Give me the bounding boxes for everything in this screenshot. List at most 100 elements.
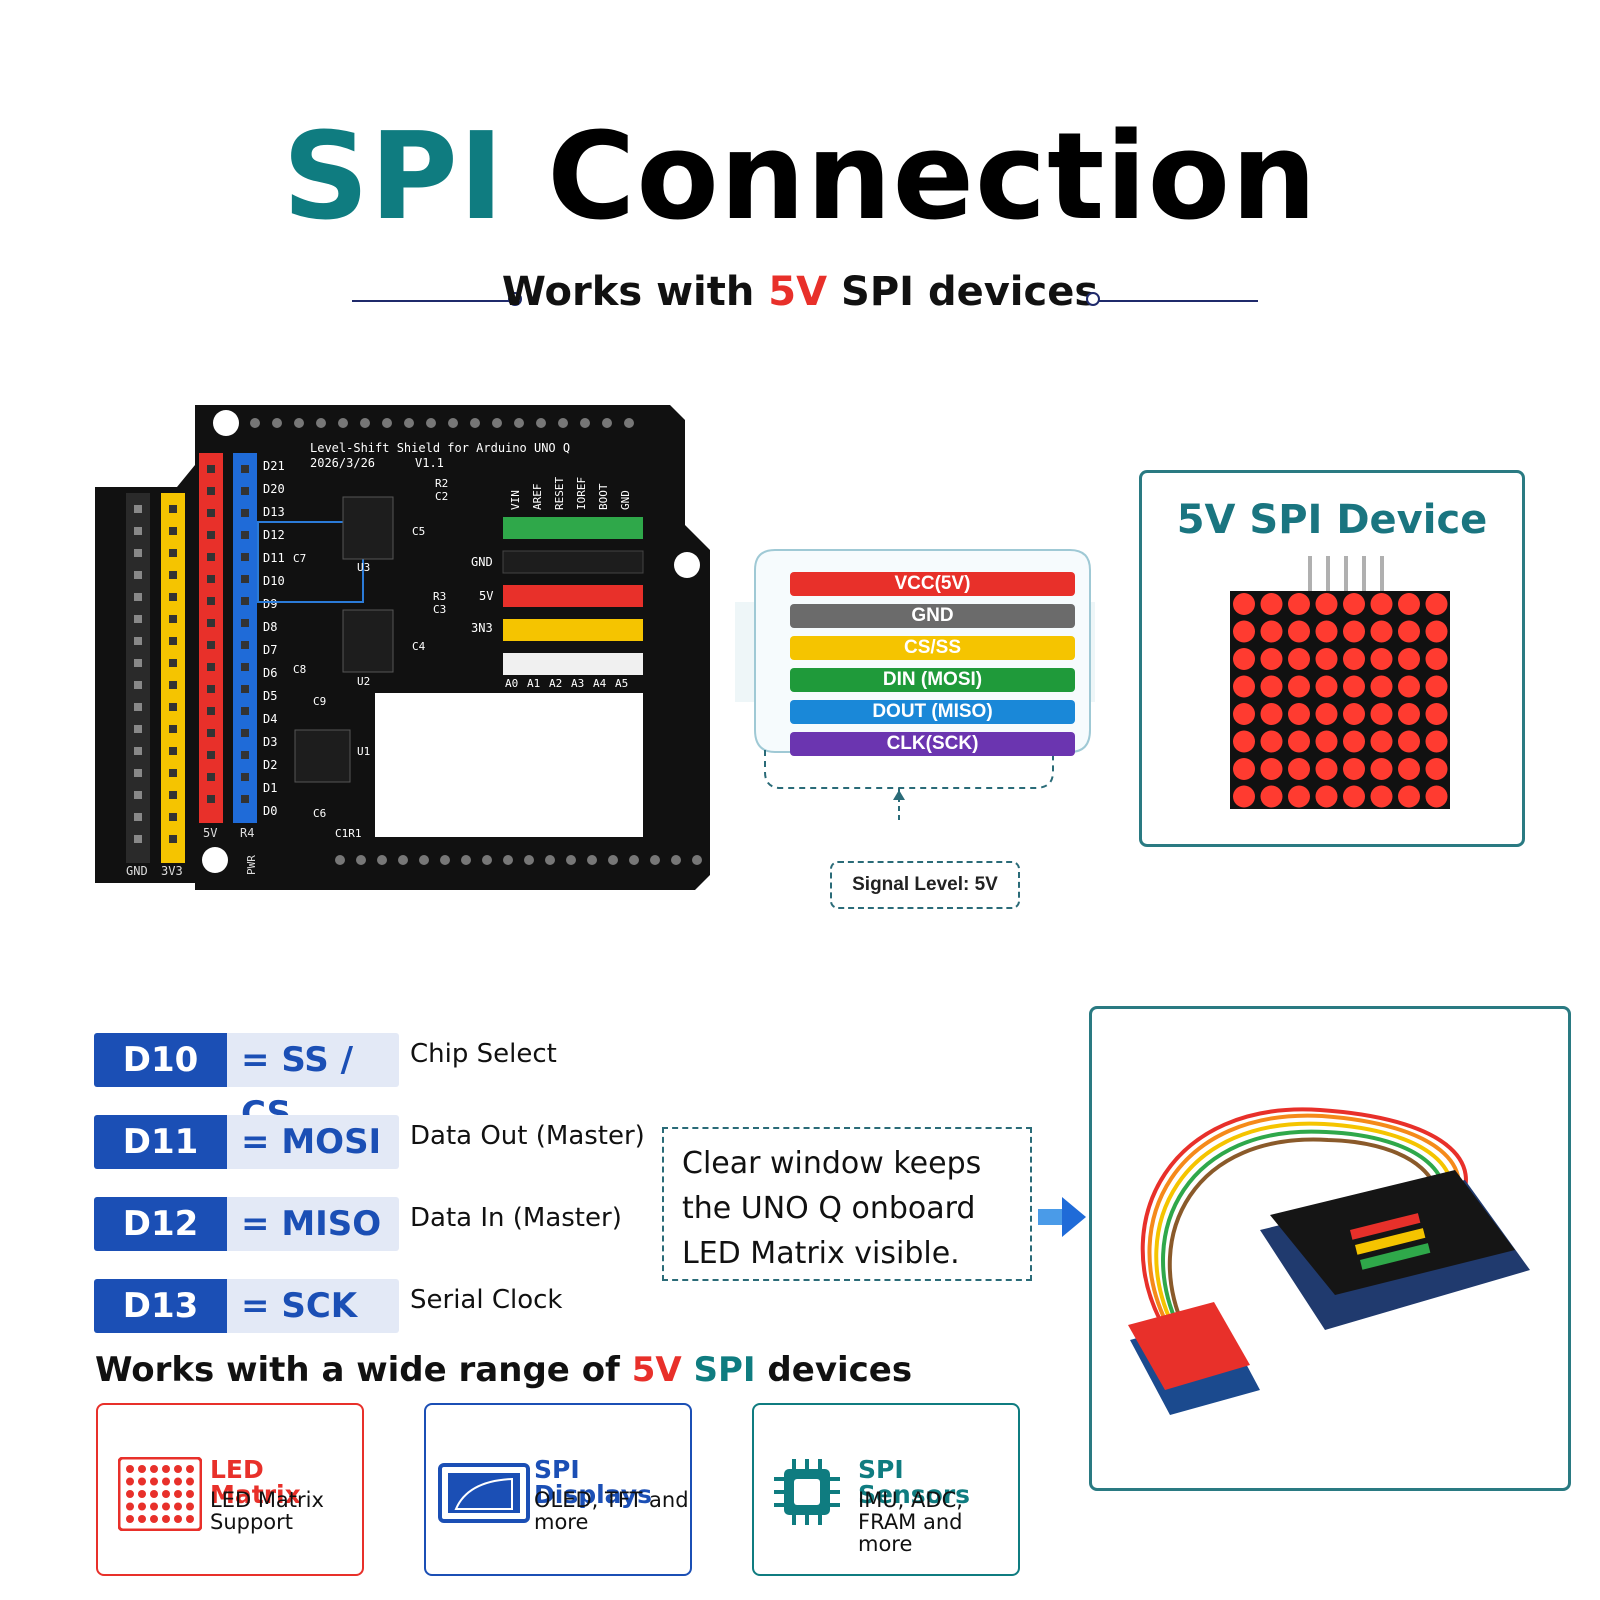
spi-pin-highlight [257,521,364,603]
led-dot [1315,703,1338,725]
wire-2: GND [790,604,1075,628]
led-dot [1425,703,1448,725]
led-dot [1233,758,1255,780]
gnd-header-black [502,550,644,574]
header-pin [169,769,177,777]
header-pin [207,553,215,561]
led-dot [1343,675,1365,698]
subtitle: Works with 5V SPI devices [0,272,1600,312]
led-dot [150,1465,158,1473]
card-title: LED Matrix [210,1455,301,1509]
led-dot [138,1502,146,1511]
subtitle-dot-left [508,292,522,306]
v33-header [161,493,185,863]
header-pin [207,685,215,693]
header-pin [169,681,177,689]
header-pin [134,703,142,711]
device-pin [1326,556,1330,591]
led-dot [1260,730,1283,753]
pcb-pin-label: D4 [263,712,277,726]
led-dot [150,1490,158,1498]
pin-value: = SCK [227,1279,399,1333]
card-spi-sensors: SPI Sensors IMU, ADC, FRAM and more [752,1403,1020,1576]
led-dot [174,1502,182,1511]
signal-level-label: Signal Level: 5V [830,861,1020,909]
led-dot [1398,648,1420,670]
header-pin [207,729,215,737]
assembly-photo [1128,1107,1530,1415]
header-pin [338,418,348,428]
signal-arrowhead [893,790,905,800]
led-dot [1343,648,1365,670]
bottom-label-gnd: GND [126,864,148,878]
header-pin [207,751,215,759]
led-dot [1233,703,1255,725]
label-u3: U3 [357,561,370,574]
device-pin [1380,556,1384,591]
chip-u1 [294,729,351,783]
device-title: 5V SPI Device [1176,497,1488,543]
bottom-label-pwr: PWR [245,855,258,875]
header-pin [169,615,177,623]
chip-u3 [342,496,394,560]
led-dot [1398,675,1420,698]
subtitle-rule-left [352,300,512,302]
card-text-2: Support [210,1510,294,1534]
header-pin [440,855,450,865]
led-dot [150,1515,158,1523]
header-pin [294,418,304,428]
header-pin [169,703,177,711]
chip-u2 [342,609,394,673]
led-dot [186,1490,194,1498]
photo-header [1360,1243,1431,1270]
header-pin [169,549,177,557]
header-pin [207,509,215,517]
vin-header-green [503,517,643,539]
led-dot [138,1515,146,1523]
header-pin [419,855,429,865]
led-dot [1315,648,1338,670]
header-pin [514,418,524,428]
led-dot [1425,730,1448,753]
header-pin [360,418,370,428]
header-pin [134,813,142,821]
clear-window [375,693,643,837]
pin-value: = MOSI [227,1115,399,1169]
label-c4: C4 [412,640,426,653]
header-pin [241,619,249,627]
led-dot [1398,703,1420,725]
led-dot [1315,675,1338,698]
led-dot [150,1477,158,1486]
header-pin [377,855,387,865]
header-pin [134,769,142,777]
pcb-pin-label: D13 [263,505,285,519]
header-pin [134,835,142,843]
header-pin [241,487,249,495]
title-spi: SPI [282,108,505,247]
power-pin-label: BOOT [597,483,610,510]
pcb-pin-label: D5 [263,689,277,703]
led-dot [1425,758,1448,780]
led-dot [174,1515,182,1523]
mounting-hole [213,410,239,436]
header-pin [692,855,702,865]
led-dot [1288,758,1310,780]
header-pin [492,418,502,428]
led-dot [1260,593,1283,615]
led-dot [174,1490,182,1498]
card-title: SPI Sensors [858,1455,971,1509]
led-dot [1370,675,1393,698]
label-r2: R2 [435,477,448,490]
label-r3: R3 [433,590,446,603]
led-dot [138,1465,146,1473]
led-dot [1260,648,1283,670]
header-pin [241,531,249,539]
title-connection: Connection [547,108,1318,247]
led-dot [126,1502,134,1511]
header-pin [241,553,249,561]
analog-pin-label: A0 [505,677,518,690]
header-pin [169,791,177,799]
label-c9: C9 [313,695,326,708]
